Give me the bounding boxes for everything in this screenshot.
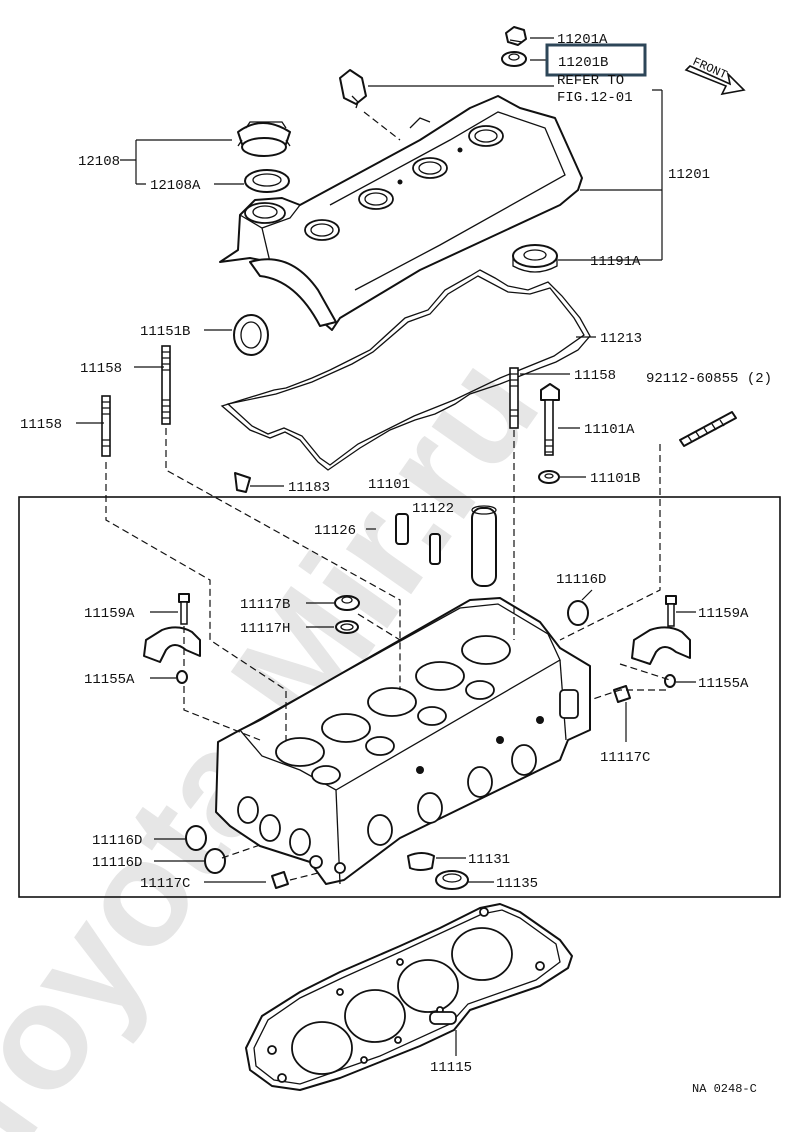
head-gasket-11115[interactable] bbox=[245, 903, 573, 1091]
label-11117C-bottom[interactable]: 11117C bbox=[140, 876, 190, 892]
label-11201[interactable]: 11201 bbox=[668, 167, 710, 183]
assembly-line bbox=[589, 689, 666, 701]
label-11201A[interactable]: 11201A bbox=[557, 32, 608, 48]
oil-filler-cap-12108[interactable] bbox=[237, 121, 291, 157]
label-11101A[interactable]: 11101A bbox=[584, 422, 635, 438]
label-11191A[interactable]: 11191A bbox=[590, 254, 641, 270]
bolt-11159A-left[interactable] bbox=[178, 593, 190, 625]
plug-11117C-bottom[interactable] bbox=[271, 871, 289, 889]
valve-cover-11201[interactable] bbox=[219, 95, 583, 331]
label-11158-left[interactable]: 11158 bbox=[20, 417, 62, 433]
label-11201B[interactable]: 11201B bbox=[558, 55, 608, 71]
assembly-line bbox=[221, 844, 261, 859]
label-11159A-left[interactable]: 11159A bbox=[84, 606, 135, 622]
seal-11135[interactable] bbox=[435, 870, 469, 890]
stud-92112-60855[interactable] bbox=[679, 411, 737, 447]
label-11131[interactable]: 11131 bbox=[468, 852, 510, 868]
plug-11116D-top[interactable] bbox=[567, 600, 589, 626]
oil-seal-11151B[interactable] bbox=[233, 314, 269, 356]
breather-fitting bbox=[339, 69, 367, 109]
label-11155A-left[interactable]: 11155A bbox=[84, 672, 135, 688]
assembly-line bbox=[559, 444, 661, 641]
ring-11117H[interactable] bbox=[335, 620, 359, 634]
front-arrow-icon: FRONT bbox=[684, 55, 746, 96]
stud-11158-left[interactable] bbox=[101, 395, 111, 457]
assembly-line bbox=[357, 613, 401, 641]
label-92112-60855[interactable]: 92112-60855 (2) bbox=[646, 371, 772, 387]
assembly-line bbox=[289, 871, 323, 881]
label-11101B[interactable]: 11101B bbox=[590, 471, 640, 487]
guide-11101[interactable] bbox=[471, 505, 497, 587]
bushing-11155A-right[interactable] bbox=[664, 674, 676, 688]
stud-11158-right[interactable] bbox=[509, 367, 519, 429]
stud-11158-center[interactable] bbox=[161, 345, 171, 425]
label-11158-right[interactable]: 11158 bbox=[574, 368, 616, 384]
valve-cover-gasket-11213[interactable] bbox=[220, 269, 591, 471]
bearing-cap-left bbox=[143, 626, 201, 663]
refer-note-line1: REFER TO bbox=[557, 73, 624, 89]
plug-11183[interactable] bbox=[234, 472, 251, 493]
label-11135[interactable]: 11135 bbox=[496, 876, 538, 892]
diagram-code: NA 0248-C bbox=[692, 1082, 757, 1096]
bearing-cap-right bbox=[631, 626, 691, 665]
label-11158-center[interactable]: 11158 bbox=[80, 361, 122, 377]
label-12108A[interactable]: 12108A bbox=[150, 178, 201, 194]
label-11116D-bottom-2[interactable]: 11116D bbox=[92, 855, 142, 871]
refer-note-line2: FIG.12-01 bbox=[557, 90, 633, 106]
cylinder-head-group-box bbox=[18, 496, 781, 898]
seal-11117B[interactable] bbox=[334, 595, 360, 611]
pin-11122[interactable] bbox=[429, 533, 441, 565]
label-12108[interactable]: 12108 bbox=[78, 154, 120, 170]
highlight-box bbox=[545, 43, 647, 77]
plug-11116D-bottom-1[interactable] bbox=[185, 825, 207, 851]
oil-filler-gasket-12108A[interactable] bbox=[244, 169, 290, 193]
assembly-line bbox=[619, 663, 671, 681]
label-11213[interactable]: 11213 bbox=[600, 331, 642, 347]
washer-11101B[interactable] bbox=[538, 470, 560, 484]
plug-11116D-bottom-2[interactable] bbox=[204, 848, 226, 874]
leader-lines bbox=[76, 37, 696, 1056]
assembly-line bbox=[105, 462, 287, 740]
label-11159A-right[interactable]: 11159A bbox=[698, 606, 749, 622]
seal-11131[interactable] bbox=[407, 852, 435, 871]
grommet-11191A[interactable] bbox=[512, 244, 558, 273]
assembly-line bbox=[363, 111, 401, 141]
cylinder-head-11101[interactable] bbox=[215, 597, 591, 885]
label-11126[interactable]: 11126 bbox=[314, 523, 356, 539]
label-11151B[interactable]: 11151B bbox=[140, 324, 190, 340]
label-11101[interactable]: 11101 bbox=[368, 477, 410, 493]
assembly-line bbox=[165, 428, 401, 690]
grommet-11201B[interactable] bbox=[501, 51, 527, 67]
assembly-line bbox=[183, 686, 261, 741]
label-11116D-top[interactable]: 11116D bbox=[556, 572, 606, 588]
label-11122[interactable]: 11122 bbox=[412, 501, 454, 517]
label-11117C-right[interactable]: 11117C bbox=[600, 750, 650, 766]
label-11115[interactable]: 11115 bbox=[430, 1060, 472, 1076]
bushing-11155A-left[interactable] bbox=[176, 670, 188, 684]
cap-nut-11201A[interactable] bbox=[505, 26, 527, 46]
bolt-11159A-right[interactable] bbox=[665, 595, 677, 627]
bolt-11101A[interactable] bbox=[540, 383, 560, 456]
dowel-11126[interactable] bbox=[395, 513, 409, 545]
label-11116D-bottom-1[interactable]: 11116D bbox=[92, 833, 142, 849]
plug-11117C-right[interactable] bbox=[613, 685, 631, 703]
label-11155A-right[interactable]: 11155A bbox=[698, 676, 749, 692]
label-11117H[interactable]: 11117H bbox=[240, 621, 290, 637]
label-11117B[interactable]: 11117B bbox=[240, 597, 290, 613]
label-11183[interactable]: 11183 bbox=[288, 480, 330, 496]
